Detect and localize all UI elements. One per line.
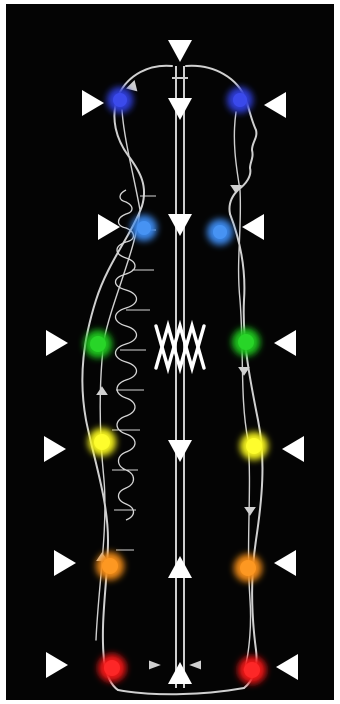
diagram-canvas — [0, 0, 340, 704]
energy-flow-diagram — [0, 0, 340, 704]
